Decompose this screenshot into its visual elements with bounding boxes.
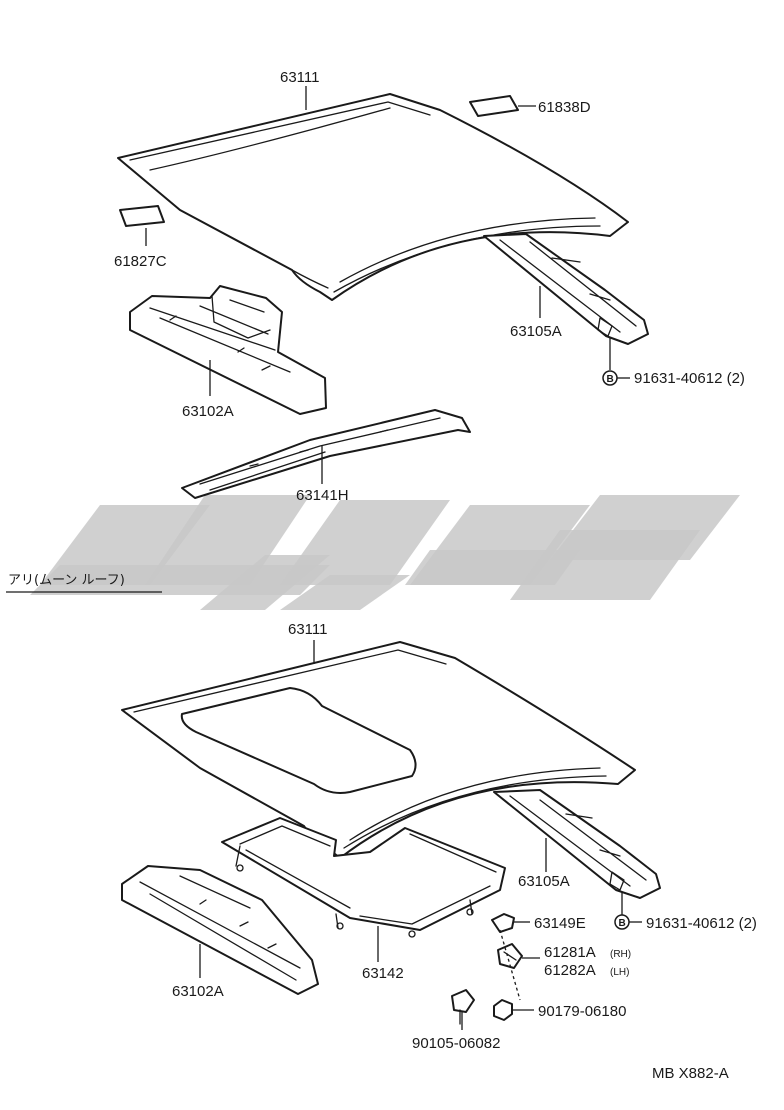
label-sunroof-frame: 63142 [362, 965, 404, 982]
bolt-mark-top: B [602, 370, 618, 386]
label-front-header-top: 63102A [182, 403, 234, 420]
emblem-front-part [119, 205, 165, 227]
label-nut: 90179-06180 [538, 1003, 626, 1020]
watermark-logo [30, 495, 740, 610]
emblem-rear-part [469, 95, 519, 117]
label-emblem-rear: 61838D [538, 99, 591, 116]
side-rail-bottom [493, 789, 661, 899]
label-screw: 90105-06082 [412, 1035, 500, 1052]
roof-panel-bottom [121, 641, 636, 859]
label-roof-top: 63111 [280, 69, 320, 86]
label-side-rail-bottom: 63105A [518, 873, 570, 890]
nut-part [493, 999, 513, 1021]
label-bolt-top: 91631-40612 (2) [634, 370, 745, 387]
front-header-panel-bottom [121, 865, 319, 995]
drawing-code: MB X882-A [652, 1065, 729, 1082]
bracket-part [491, 913, 515, 933]
label-emblem-front: 61827C [114, 253, 167, 270]
label-side-rail-top: 63105A [510, 323, 562, 340]
sunroof-housing-frame [221, 817, 506, 938]
clip-part [497, 943, 523, 969]
rear-header-cross-member [181, 409, 471, 499]
label-roof-bottom: 63111 [288, 621, 328, 638]
label-clip-rh-side: (RH) [610, 949, 631, 960]
label-clip-rh: 61281A [544, 944, 596, 961]
svg-text:B: B [607, 374, 614, 385]
screw-part [451, 989, 475, 1025]
side-rail-top [483, 233, 649, 345]
leader-lines-bottom [199, 640, 642, 1030]
label-rear-header: 63141H [296, 487, 349, 504]
label-clip-lh-side: (LH) [610, 967, 629, 978]
section-note: アリ(ムーン ルーフ) [6, 573, 162, 593]
leader-lines-top [145, 86, 630, 484]
svg-text:B: B [619, 918, 626, 929]
label-bolt-bottom: 91631-40612 (2) [646, 915, 757, 932]
label-bracket: 63149E [534, 915, 586, 932]
front-header-panel-top [129, 285, 327, 415]
bolt-mark-bottom: B [614, 914, 630, 930]
svg-text:アリ(ムーン ルーフ): アリ(ムーン ルーフ) [8, 573, 125, 588]
label-front-header-bottom: 63102A [172, 983, 224, 1000]
label-clip-lh: 61282A [544, 962, 596, 979]
